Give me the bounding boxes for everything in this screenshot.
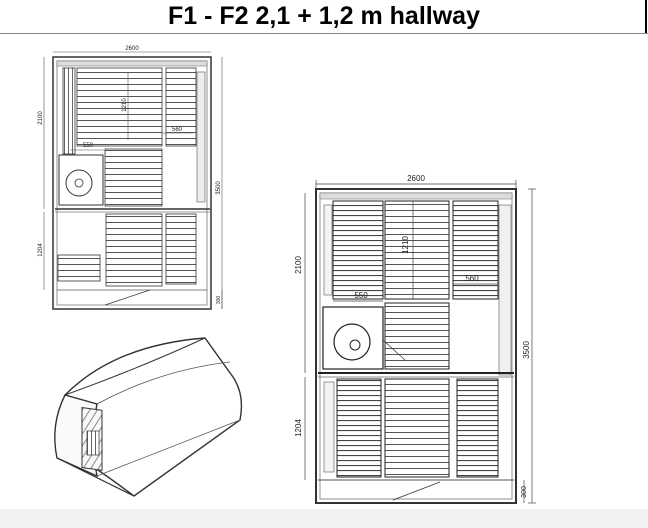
bottom-band	[0, 509, 648, 528]
large-inner-dim: 1210	[401, 236, 410, 254]
title-divider	[0, 33, 648, 34]
small-bottom-dim: 300	[216, 296, 222, 305]
small-hallway-dim: 1204	[38, 243, 44, 257]
large-depth-dim: 3500	[522, 341, 531, 359]
large-bench-dim: 550	[354, 291, 368, 300]
small-depth-dim: 3500	[216, 181, 222, 195]
large-bench-right-dim: 560	[465, 274, 479, 283]
small-floor-plan: 2600 2100 1204 3500 300 550 560 1210	[38, 46, 223, 310]
large-floor-plan: 2600 2100 1204 3500 300 550 560 1210	[294, 174, 536, 504]
small-bench-dim: 550	[83, 143, 94, 149]
large-bottom-dim: 300	[521, 486, 528, 498]
small-main-room-dim: 2100	[38, 111, 44, 125]
sauna-3d-view	[54, 337, 243, 497]
small-inner-dim: 1210	[122, 98, 128, 112]
page-title: F1 - F2 2,1 + 1,2 m hallway	[168, 2, 480, 30]
large-main-room-dim: 2100	[294, 256, 303, 274]
small-bench-right-dim: 560	[172, 127, 183, 133]
large-width-dim: 2600	[407, 174, 425, 183]
small-width-dim: 2600	[125, 46, 139, 52]
header-right-border	[645, 0, 647, 33]
large-hallway-dim: 1204	[294, 419, 303, 437]
